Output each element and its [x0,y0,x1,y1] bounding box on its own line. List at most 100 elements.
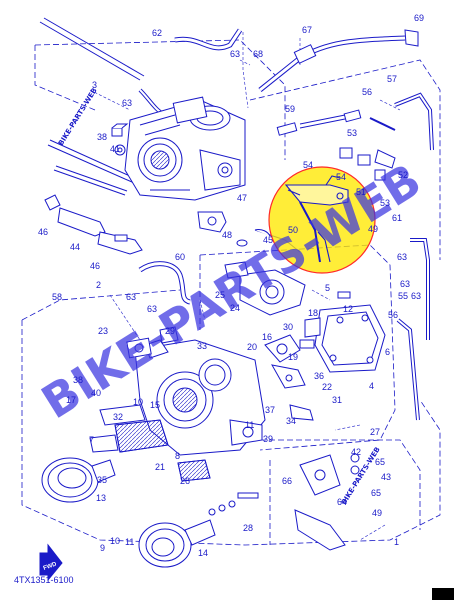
diaphragm-housing [224,261,306,316]
callout-2: 2 [96,280,101,290]
fwd-label: FWD [43,561,59,572]
callout-41: 41 [110,144,120,154]
callout-65a: 65 [375,457,385,467]
bracket-44 [44,194,143,255]
callout-34: 34 [286,416,296,426]
callout-63a: 63 [230,49,240,59]
callout-51: 51 [356,187,366,197]
callout-69: 69 [414,13,424,23]
callout-1: 1 [394,537,399,547]
callout-24: 24 [230,303,240,313]
callout-11b: 11 [125,537,134,547]
callout-53a: 53 [347,128,357,138]
callout-20: 20 [247,342,257,352]
callout-39: 39 [263,434,273,444]
callout-28: 28 [243,523,253,533]
callout-46b: 46 [90,261,100,271]
callout-56b: 56 [388,310,398,320]
diaphragm-cover-13 [41,457,116,503]
callout-32: 32 [113,412,123,422]
callout-35: 35 [97,475,107,485]
callout-63f: 63 [411,291,421,301]
callout-52: 52 [398,170,408,180]
callout-63c: 63 [397,252,407,262]
callout-25: 25 [215,290,225,300]
callout-29: 29 [165,326,175,336]
callout-38a: 38 [97,132,107,142]
hoses-right [394,92,434,421]
callout-43: 43 [381,472,391,482]
callout-15: 15 [150,400,160,410]
callout-44: 44 [70,242,80,252]
callout-50: 50 [288,225,298,235]
float-assembly [89,404,169,453]
fwd-arrow-icon [39,543,63,582]
callout-36: 36 [314,371,324,381]
callout-numbers: 69 67 62 63 68 57 3 56 63 59 38 53 41 54… [38,13,424,558]
callout-54b: 54 [336,172,346,182]
callout-19: 19 [288,352,298,362]
callout-59: 59 [285,104,295,114]
callout-45: 45 [263,235,273,245]
callout-61: 61 [392,213,402,223]
callout-40: 40 [91,388,101,398]
small-parts-upper-left [111,123,129,156]
screw-set-28 [208,492,259,516]
callout-22: 22 [322,382,332,392]
callout-8: 8 [175,451,180,461]
corner-marker [432,588,454,600]
carburetor-lower [134,339,266,456]
callout-63b: 63 [122,98,132,108]
callout-65b: 65 [371,488,381,498]
callout-5: 5 [325,283,330,293]
callout-33: 33 [197,341,207,351]
diaphragm-cover-14 [138,519,216,568]
callout-10b: 10 [110,536,120,546]
callout-49: 49 [368,224,378,234]
callout-18: 18 [308,308,318,318]
callout-14: 14 [198,548,208,558]
leader-lines [89,32,401,541]
callout-54a: 54 [303,160,313,170]
callout-55: 55 [398,291,408,301]
bracket-64 [294,453,360,551]
callout-60: 60 [175,252,185,262]
callout-66: 66 [282,476,292,486]
callout-30: 30 [283,322,293,332]
callout-7: 7 [89,435,94,445]
callout-9: 9 [100,543,105,553]
fittings-52-53 [339,147,396,181]
callout-13: 13 [96,493,106,503]
callout-21: 21 [155,462,165,472]
callout-31: 31 [332,395,342,405]
callout-63g: 63 [147,304,157,314]
throttle-linkage [264,317,321,421]
callout-62: 62 [152,28,162,38]
float-chamber-cover [314,291,386,373]
callout-53b: 53 [380,198,390,208]
callout-4: 4 [369,381,374,391]
callout-48: 48 [222,230,232,240]
callout-64: 64 [337,497,347,507]
callout-58: 58 [52,292,62,302]
hose-60 [138,261,191,305]
callout-37: 37 [265,405,275,415]
callout-17: 17 [66,395,76,405]
callout-26: 26 [180,476,190,486]
highlight-callout [268,166,376,274]
cable-59 [276,109,396,136]
fuel-hose-top [258,29,419,92]
callout-57: 57 [387,74,397,84]
callout-49b: 49 [372,508,382,518]
callout-11a: 11 [245,420,254,430]
callout-63d: 63 [400,279,410,289]
callout-46a: 46 [38,227,48,237]
callout-6: 6 [385,347,390,357]
callout-38b: 38 [73,375,83,385]
small-watermark-1: BIKE-PARTS-WEB [57,87,99,147]
callout-12: 12 [343,304,353,314]
callout-67: 67 [302,25,312,35]
carburetor-upper [124,96,246,201]
